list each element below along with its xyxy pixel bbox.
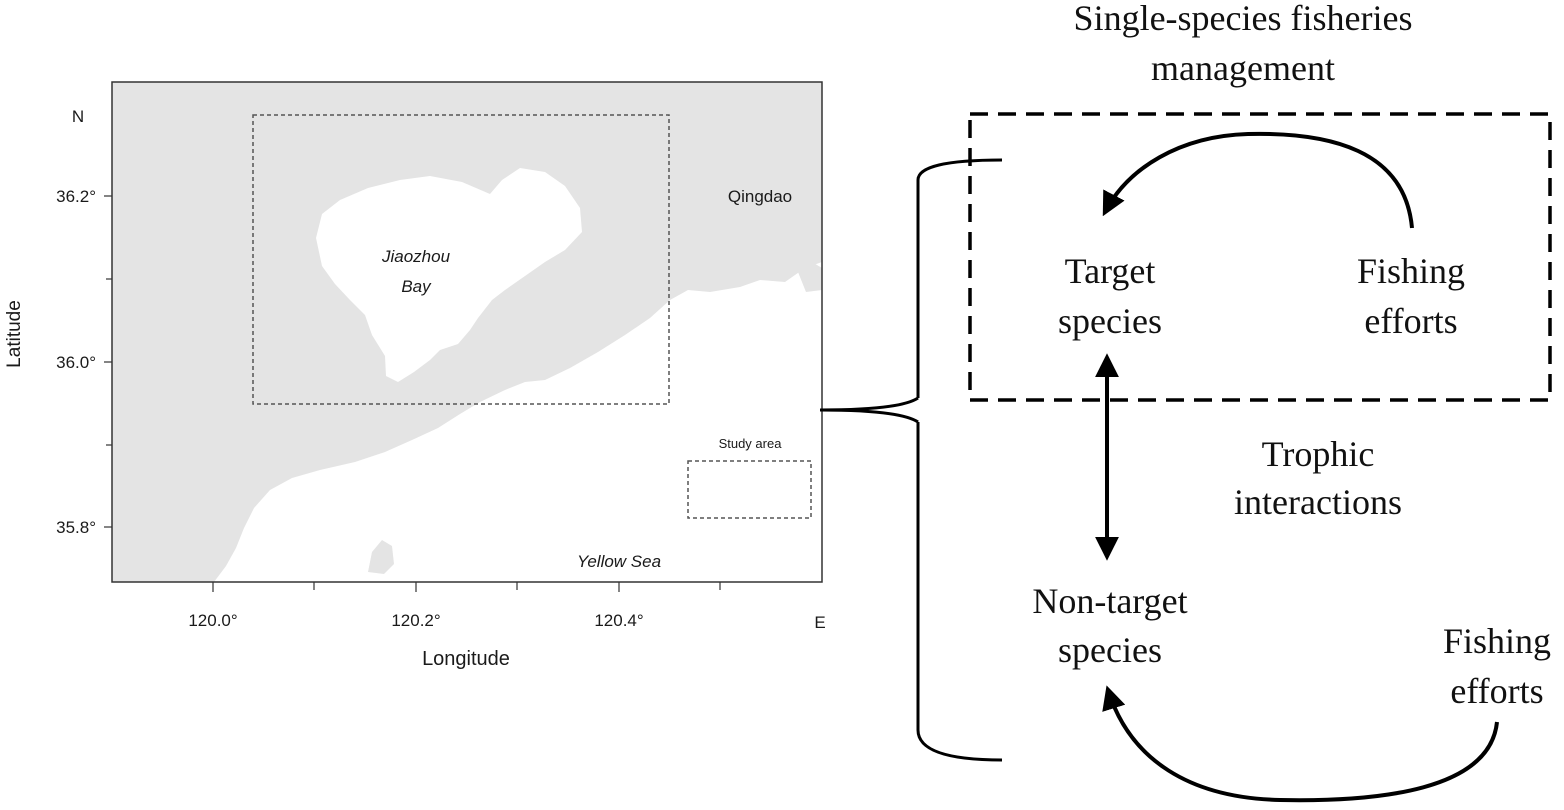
- fishing-efforts-top-line2: efforts: [1364, 301, 1457, 341]
- study-area-map: N 36.2° 36.0° 35.8° Latitude 120.0° 120.…: [4, 81, 826, 670]
- fishing-efforts-top-line1: Fishing: [1357, 251, 1465, 291]
- city-label: Qingdao: [728, 187, 792, 206]
- island-shape: [368, 540, 394, 574]
- brace-connector: [819, 408, 919, 424]
- sea-label: Yellow Sea: [577, 552, 661, 571]
- study-area-label: Study area: [719, 436, 783, 451]
- diagram-title-line1: Single-species fisheries: [1074, 0, 1413, 38]
- trophic-label-line1: Trophic: [1262, 434, 1375, 474]
- management-box: [968, 112, 1552, 402]
- target-species-line1: Target: [1065, 251, 1156, 291]
- fishing-effort-arrow-top: [1102, 131, 1414, 229]
- map-frame: [111, 81, 823, 583]
- bay-water: [402, 318, 462, 346]
- island-shape: [122, 552, 178, 582]
- trophic-label-line2: interactions: [1234, 482, 1402, 522]
- lat-tick-label: 36.2°: [56, 187, 96, 206]
- east-label: E: [814, 613, 825, 632]
- bracket: [916, 158, 1003, 762]
- north-label: N: [72, 107, 84, 126]
- lon-tick-label: 120.0°: [188, 611, 237, 630]
- y-axis-ticks: [104, 195, 112, 528]
- bay-water: [316, 168, 582, 382]
- island-shape: [798, 262, 822, 292]
- brace-connector: [819, 396, 919, 412]
- target-species-line2: species: [1058, 301, 1162, 341]
- concept-diagram: Single-species fisheries management Targ…: [819, 0, 1552, 803]
- bay-label-line1: Jiaozhou: [381, 247, 451, 266]
- non-target-species-line1: Non-target: [1032, 581, 1187, 621]
- study-area-box: [687, 460, 812, 519]
- x-axis-label: Longitude: [422, 648, 510, 670]
- x-axis-ticks: [212, 582, 721, 592]
- bay-region-box: [252, 114, 670, 405]
- non-target-species-line2: species: [1058, 630, 1162, 670]
- lat-tick-label: 36.0°: [56, 353, 96, 372]
- y-axis-label: Latitude: [4, 300, 25, 368]
- bay-label-line2: Bay: [401, 277, 432, 296]
- lon-tick-label: 120.2°: [391, 611, 440, 630]
- diagram-title-line2: management: [1151, 48, 1335, 88]
- lat-tick-label: 35.8°: [56, 518, 96, 537]
- fishing-efforts-bottom-line2: efforts: [1450, 671, 1543, 711]
- lon-tick-label: 120.4°: [594, 611, 643, 630]
- fishing-efforts-bottom-line1: Fishing: [1443, 621, 1551, 661]
- fishing-effort-arrow-bottom: [1102, 685, 1499, 803]
